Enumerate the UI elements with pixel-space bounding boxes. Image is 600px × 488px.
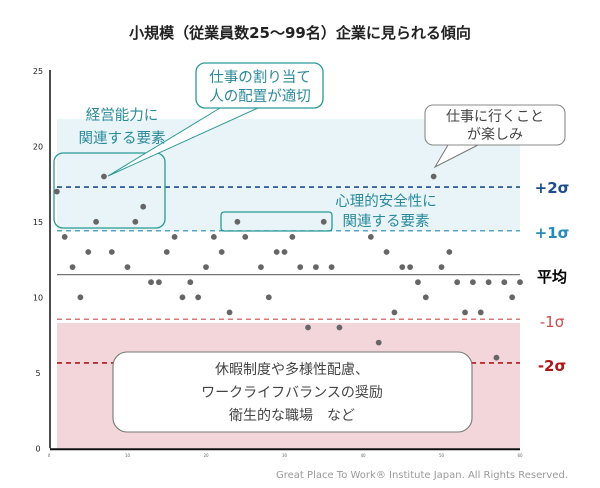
- safety-label-1: 心理的安全性に: [335, 192, 437, 210]
- data-point: [383, 249, 390, 255]
- x-tick-label: 40: [360, 453, 366, 458]
- hygiene-label-1: 休暇制度や多様性配慮、: [215, 361, 369, 378]
- y-tick-label: 25: [33, 67, 43, 76]
- data-point: [101, 173, 107, 180]
- data-point: [93, 218, 99, 225]
- reference-label-2: 平均: [537, 268, 567, 286]
- data-point: [203, 264, 209, 270]
- hygiene-label-3: 衛生的な職場 など: [229, 408, 355, 424]
- data-point: [375, 339, 382, 346]
- assignment-label-1: 仕事の割り当て: [209, 69, 311, 86]
- data-point: [297, 264, 304, 270]
- y-tick-label: 20: [33, 142, 43, 151]
- data-point: [422, 294, 429, 301]
- enjoy-callout-box: [424, 104, 566, 146]
- x-tick-label: 30: [282, 453, 288, 458]
- data-point: [328, 264, 335, 270]
- data-point: [415, 279, 421, 286]
- data-point: [53, 188, 60, 195]
- x-tick-label: 20: [203, 453, 209, 458]
- management-label-2: 関連する要素: [79, 130, 166, 147]
- data-point: [320, 218, 327, 225]
- data-point: [140, 203, 147, 210]
- management-label-1: 経営能力に: [86, 107, 159, 124]
- data-point: [148, 279, 154, 286]
- data-point: [430, 173, 437, 180]
- assignment-callout-pointer: [107, 107, 259, 177]
- data-point: [289, 234, 296, 240]
- y-tick-label: 5: [35, 369, 40, 378]
- data-point: [391, 309, 398, 316]
- x-tick-label: 0: [48, 453, 51, 458]
- data-point: [273, 249, 280, 255]
- safety-group-box: [220, 211, 333, 232]
- data-point: [179, 294, 186, 301]
- data-point: [258, 264, 264, 270]
- data-point: [163, 249, 170, 255]
- data-point: [242, 234, 249, 240]
- data-point: [470, 279, 476, 286]
- data-point: [446, 249, 453, 255]
- data-point: [501, 279, 508, 286]
- data-point: [210, 234, 217, 240]
- data-point: [305, 324, 311, 331]
- x-tick-label: 50: [439, 453, 445, 458]
- data-point: [187, 279, 194, 286]
- y-tick-label: 0: [35, 444, 40, 453]
- y-tick-label: 15: [33, 218, 43, 227]
- data-point: [171, 234, 178, 240]
- hygiene-label-2: ワークライフバランスの奨励: [201, 385, 383, 401]
- data-point: [69, 264, 76, 270]
- reference-label-0: +2σ: [535, 179, 570, 197]
- hygiene-box: [112, 351, 473, 433]
- y-tick-label: 10: [33, 293, 43, 302]
- data-point: [438, 264, 445, 270]
- data-point: [313, 264, 319, 270]
- data-point: [367, 234, 374, 240]
- enjoy-label-1: 仕事に行くこと: [446, 109, 544, 125]
- data-point: [493, 354, 500, 361]
- data-point: [108, 249, 115, 255]
- assignment-label-2: 人の配置が適切: [209, 87, 311, 105]
- assignment-callout-box: [195, 62, 324, 109]
- data-point: [462, 309, 468, 316]
- safety-label-2: 関連する要素: [343, 213, 430, 230]
- data-point: [517, 279, 523, 286]
- data-point: [156, 279, 162, 286]
- data-point: [124, 264, 131, 270]
- data-point: [195, 294, 202, 301]
- data-point: [485, 279, 492, 286]
- enjoy-callout-pointer: [433, 144, 479, 169]
- data-point: [77, 294, 84, 301]
- data-point: [226, 309, 233, 316]
- x-tick-label: 60: [517, 453, 523, 458]
- reference-label-1: +1σ: [535, 224, 570, 242]
- data-point: [399, 264, 406, 270]
- reference-label-3: -1σ: [540, 313, 565, 331]
- footer-copyright: Great Place To Work® Institute Japan. Al…: [276, 470, 568, 481]
- data-point: [265, 294, 272, 301]
- management-group-box: [53, 152, 166, 229]
- data-point: [132, 218, 139, 225]
- data-point: [477, 309, 484, 316]
- data-point: [281, 249, 288, 255]
- data-point: [454, 279, 461, 286]
- data-point: [509, 294, 516, 301]
- reference-label-4: -2σ: [538, 357, 566, 375]
- data-point: [85, 249, 92, 255]
- data-point: [407, 264, 413, 270]
- x-tick-label: 10: [125, 453, 131, 458]
- data-point: [336, 324, 343, 331]
- data-point: [61, 234, 68, 240]
- data-point: [234, 218, 241, 225]
- data-point: [218, 249, 225, 255]
- chart-title: 小規模（従業員数25～99名）企業に見られる傾向: [129, 24, 471, 42]
- enjoy-label-2: が楽しみ: [467, 127, 523, 143]
